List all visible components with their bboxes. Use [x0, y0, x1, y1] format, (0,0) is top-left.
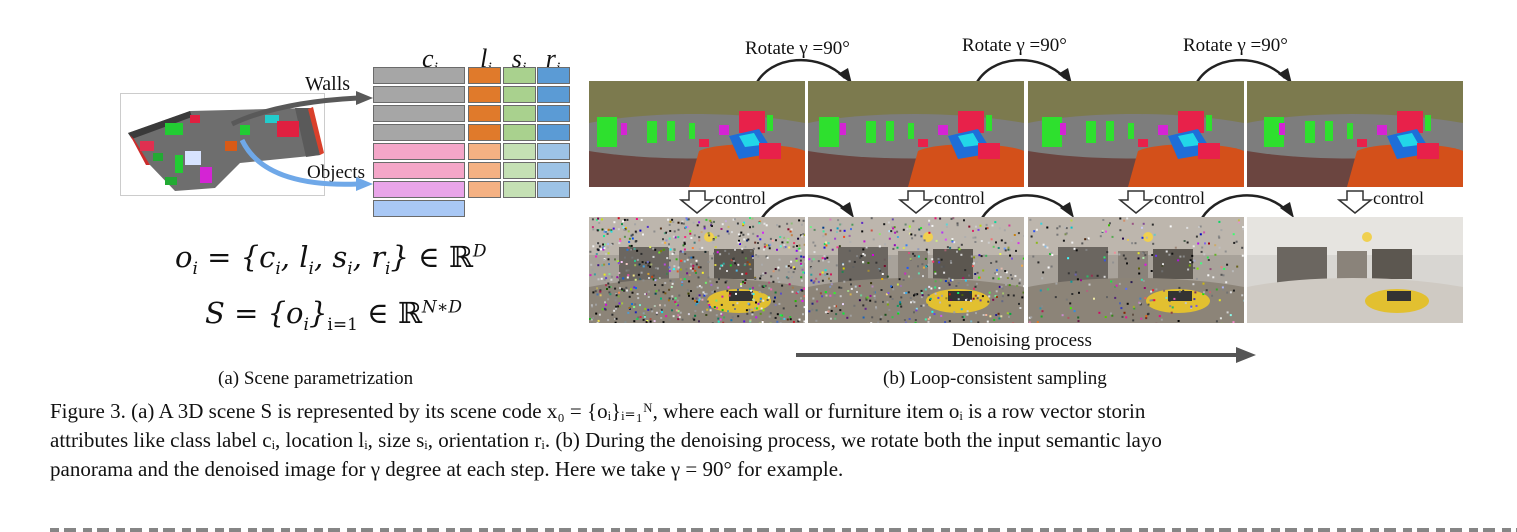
- control-arrow-4: [1336, 190, 1374, 219]
- wall-row-3-cell-1: [468, 124, 501, 141]
- denoising-arrow: [796, 347, 1256, 363]
- wall-row-2-cell-0: [373, 105, 465, 122]
- denoised-panorama-3: [1028, 217, 1244, 323]
- semantic-layout-panorama-1: [589, 81, 805, 187]
- control-label-1: control: [715, 188, 766, 208]
- wall-row-0-cell-2: [503, 67, 536, 84]
- control-label-4: control: [1373, 188, 1424, 208]
- figure-caption-line-2: attributes like class label cᵢ, location…: [50, 428, 1162, 452]
- rotate-label-1: Rotate γ =90°: [745, 38, 850, 59]
- wall-row-1-cell-3: [537, 86, 570, 103]
- object-row-4-cell-0: [373, 143, 465, 160]
- wall-row-3-cell-3: [537, 124, 570, 141]
- walls-label: Walls: [305, 73, 351, 95]
- control-arrow-2: [897, 190, 935, 219]
- figure-caption: Figure 3. (a) A 3D scene S is represente…: [50, 397, 1517, 484]
- objects-label: Objects: [307, 162, 366, 183]
- caption-a: (a) Scene parametrization: [218, 368, 414, 389]
- body-text-fragment: [50, 514, 1517, 532]
- object-row-4-cell-2: [503, 143, 536, 160]
- object-equation: oi = {ci, li, si, ri} ∈ ℝD: [175, 240, 487, 279]
- wall-row-0-cell-0: [373, 67, 465, 84]
- denoised-panorama-1: [589, 217, 805, 323]
- object-row-6-cell-1: [468, 181, 501, 198]
- wall-row-1-cell-2: [503, 86, 536, 103]
- wall-row-3-cell-0: [373, 124, 465, 141]
- walls-arrow: [230, 91, 373, 127]
- rotate-arrows-top: [753, 58, 1292, 87]
- denoised-panorama-4: [1247, 217, 1463, 323]
- wall-row-2-cell-2: [503, 105, 536, 122]
- objects-arrow: [240, 138, 373, 191]
- room-3d-render: [120, 93, 325, 196]
- object-row-6-cell-0: [373, 181, 465, 198]
- object-row-7-cell-0: [373, 200, 465, 217]
- rotate-arrows-middle: [760, 194, 1294, 219]
- rotate-label-3: Rotate γ =90°: [1183, 35, 1288, 56]
- semantic-layout-panorama-4: [1247, 81, 1463, 187]
- object-row-5-cell-0: [373, 162, 465, 179]
- object-row-4-cell-1: [468, 143, 501, 160]
- control-arrow-1: [678, 190, 716, 219]
- object-row-5-cell-2: [503, 162, 536, 179]
- object-row-4-cell-3: [537, 143, 570, 160]
- wall-row-2-cell-1: [468, 105, 501, 122]
- caption-b: (b) Loop-consistent sampling: [883, 368, 1107, 389]
- rotate-label-2: Rotate γ =90°: [962, 35, 1067, 56]
- object-row-6-cell-2: [503, 181, 536, 198]
- figure-caption-line-3: panorama and the denoised image for γ de…: [50, 457, 844, 481]
- semantic-layout-panorama-3: [1028, 81, 1244, 187]
- wall-row-1-cell-1: [468, 86, 501, 103]
- figure-caption-line-1: Figure 3. (a) A 3D scene S is represente…: [50, 399, 1146, 423]
- denoising-label: Denoising process: [952, 330, 1092, 351]
- object-row-5-cell-1: [468, 162, 501, 179]
- scene-equation: S = {oi}i=1 ∈ ℝN∗D: [205, 296, 462, 335]
- wall-row-1-cell-0: [373, 86, 465, 103]
- semantic-layout-panorama-2: [808, 81, 1024, 187]
- wall-row-2-cell-3: [537, 105, 570, 122]
- wall-row-0-cell-3: [537, 67, 570, 84]
- wall-row-3-cell-2: [503, 124, 536, 141]
- control-label-2: control: [934, 188, 985, 208]
- object-row-6-cell-3: [537, 181, 570, 198]
- control-arrow-3: [1117, 190, 1155, 219]
- object-row-5-cell-3: [537, 162, 570, 179]
- control-label-3: control: [1154, 188, 1205, 208]
- denoised-panorama-2: [808, 217, 1024, 323]
- wall-row-0-cell-1: [468, 67, 501, 84]
